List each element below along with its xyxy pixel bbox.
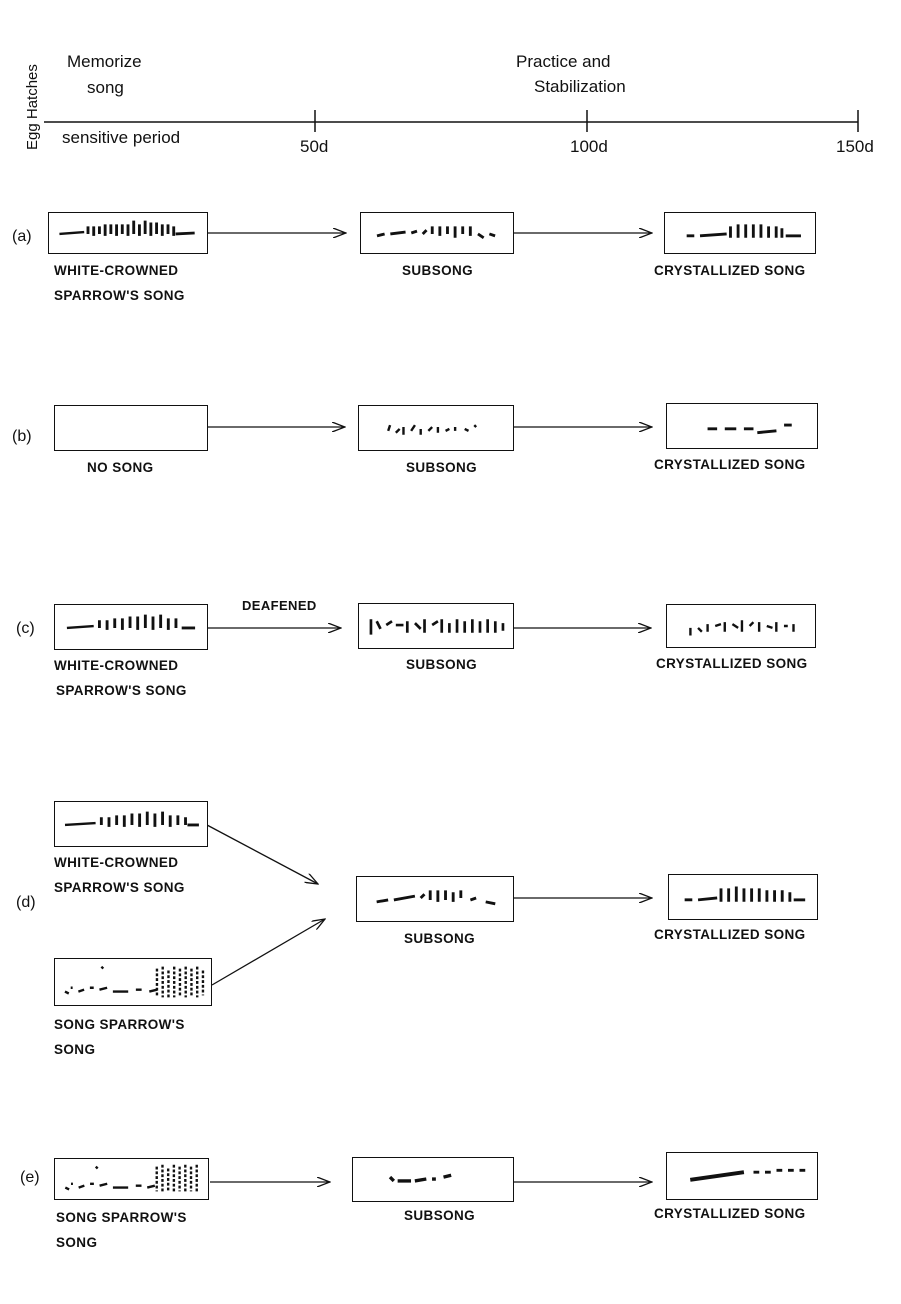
sonogram-tutor-whitecrowned-d: [54, 801, 208, 847]
caption-d-input1-2: SPARROW'S SONG: [54, 880, 185, 895]
sonogram-subsong-e: [352, 1157, 514, 1202]
sonogram-crystallized-e: [666, 1152, 818, 1200]
sonogram-tutor-none: [54, 405, 208, 451]
sonogram-crystallized-b: [666, 403, 818, 449]
caption-e-result: CRYSTALLIZED SONG: [654, 1206, 806, 1221]
sonogram-subsong-b: [358, 405, 514, 451]
caption-d-input1-1: WHITE-CROWNED: [54, 855, 179, 870]
caption-b-subsong: SUBSONG: [406, 460, 478, 475]
sonogram-tutor-whitecrowned-c: [54, 604, 208, 650]
caption-c-input-2: SPARROW'S SONG: [56, 683, 187, 698]
caption-d-subsong: SUBSONG: [404, 931, 476, 946]
caption-c-input-1: WHITE-CROWNED: [54, 658, 179, 673]
caption-b-result: CRYSTALLIZED SONG: [654, 457, 806, 472]
stabilization-label: Stabilization: [534, 77, 626, 96]
row-label-e: (e): [20, 1169, 40, 1186]
tick-label-150d: 150d: [836, 137, 874, 156]
caption-b-input: NO SONG: [87, 460, 154, 475]
memorize-song-label: song: [87, 78, 124, 97]
tick-label-100d: 100d: [570, 137, 608, 156]
sonogram-tutor-songsparrow-e: [54, 1158, 209, 1200]
sonogram-tutor-songsparrow-d: [54, 958, 212, 1006]
caption-c-subsong: SUBSONG: [406, 657, 478, 672]
sonogram-crystallized-c: [666, 604, 816, 648]
tick-label-50d: 50d: [300, 137, 329, 156]
sonogram-subsong-d: [356, 876, 514, 922]
row-label-a: (a): [12, 228, 32, 245]
sensitive-period-label: sensitive period: [62, 128, 181, 147]
sonogram-subsong-a: [360, 212, 514, 254]
sonogram-subsong-c: [358, 603, 514, 649]
row-label-b: (b): [12, 428, 32, 445]
practice-label: Practice and: [516, 52, 611, 71]
caption-e-input-1: SONG SPARROW'S: [56, 1210, 187, 1225]
deafened-label: DEAFENED: [242, 598, 317, 613]
sonogram-marks: [59, 220, 195, 236]
caption-e-subsong: SUBSONG: [404, 1208, 476, 1223]
sonogram-crystallized-d: [668, 874, 818, 920]
arrow-d-1: [206, 824, 318, 884]
arrow-d-2: [211, 919, 325, 986]
caption-a-input-1: WHITE-CROWNED: [54, 263, 179, 278]
caption-e-input-2: SONG: [56, 1235, 98, 1250]
caption-d-result: CRYSTALLIZED SONG: [654, 927, 806, 942]
caption-a-input-2: SPARROW'S SONG: [54, 288, 185, 303]
sonogram-crystallized-a: [664, 212, 816, 254]
caption-a-result: CRYSTALLIZED SONG: [654, 263, 806, 278]
caption-c-result: CRYSTALLIZED SONG: [656, 656, 808, 671]
caption-a-subsong: SUBSONG: [402, 263, 474, 278]
memorize-label: Memorize: [67, 52, 142, 71]
sonogram-tutor-whitecrowned: [48, 212, 208, 254]
caption-d-input2-1: SONG SPARROW'S: [54, 1017, 185, 1032]
row-label-c: (c): [16, 620, 35, 637]
caption-d-input2-2: SONG: [54, 1042, 96, 1057]
row-label-d: (d): [16, 894, 36, 911]
